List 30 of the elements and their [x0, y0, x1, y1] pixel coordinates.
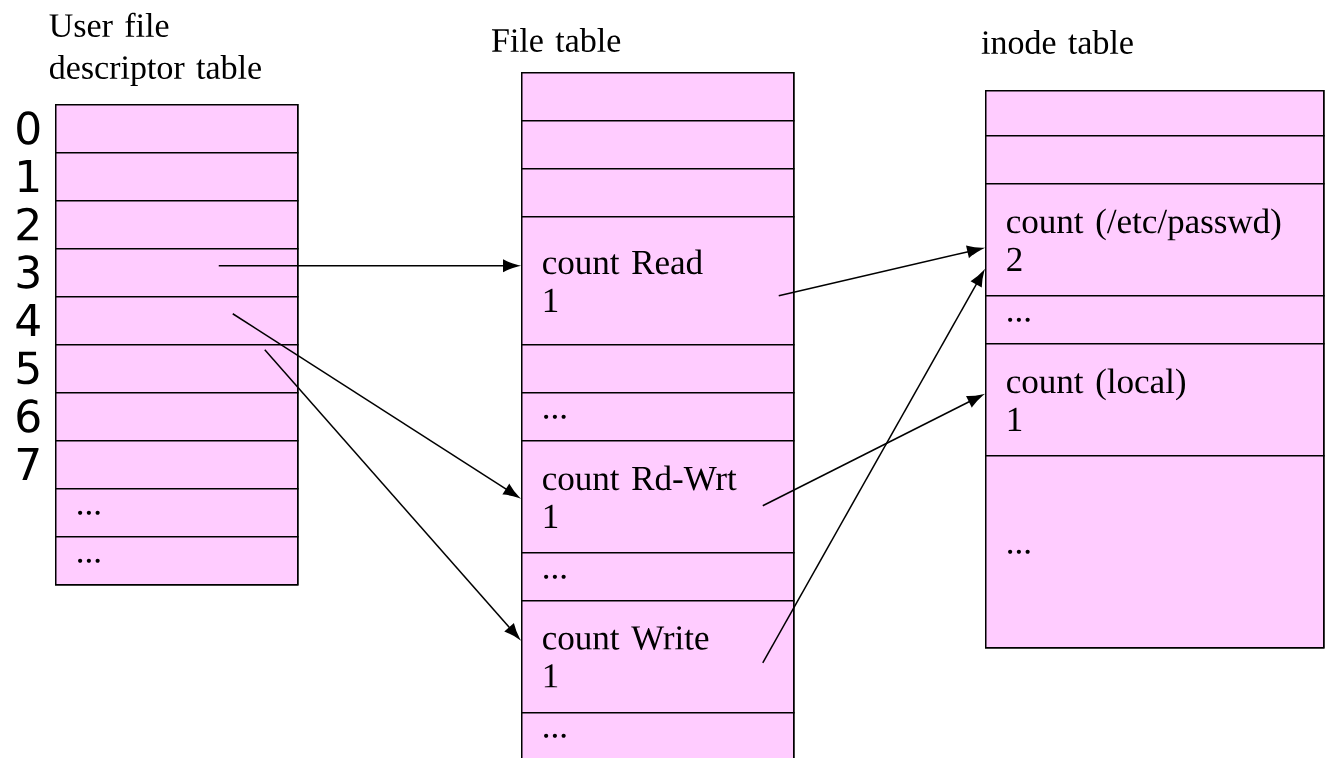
table-cell: [985, 135, 1325, 185]
row-number: 5: [17, 351, 39, 385]
row-number: 7: [17, 447, 39, 481]
table-heading: File table: [492, 28, 621, 52]
arrow: [232, 313, 520, 498]
table-heading: inode table: [981, 30, 1133, 54]
arrow: [778, 245, 983, 297]
table-cell: ...: [521, 712, 795, 758]
table-cell: ...: [521, 552, 795, 602]
table-cell: ...: [985, 455, 1325, 649]
row-number: 3: [17, 255, 39, 289]
arrow: [218, 259, 519, 272]
arrow: [762, 270, 985, 664]
table-cell: ...: [985, 295, 1325, 345]
table-heading: User file descriptor table: [49, 12, 261, 86]
row-number: 0: [17, 111, 40, 145]
table-cell: ...: [55, 536, 299, 586]
table-cell: ...: [55, 488, 299, 538]
row-number: 2: [17, 207, 38, 241]
table-cell: [521, 72, 795, 122]
arrow: [762, 394, 983, 507]
table-cell: [521, 120, 795, 170]
table-cell: [521, 344, 795, 394]
arrow: [264, 349, 520, 640]
row-number: 6: [17, 399, 40, 433]
table-cell: ...: [521, 392, 795, 442]
row-number: 4: [16, 303, 40, 337]
table-cell: [521, 168, 795, 218]
table-cell: [985, 90, 1325, 137]
row-number: 1: [19, 159, 39, 193]
